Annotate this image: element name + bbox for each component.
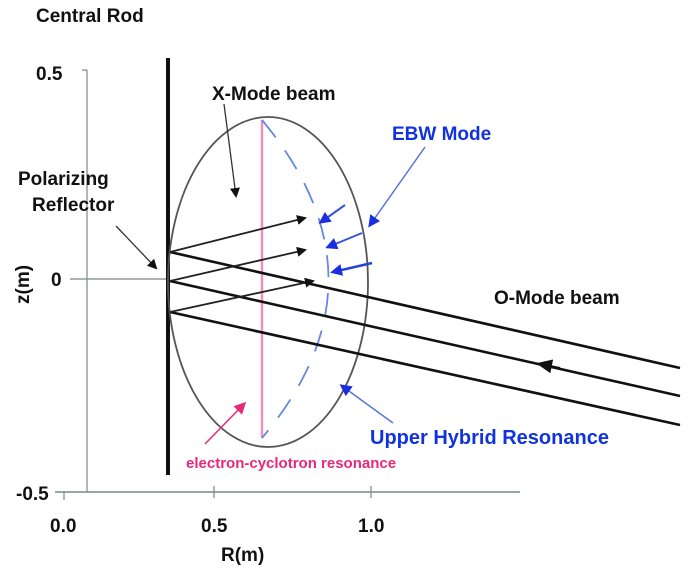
polarizing-reflector-label-line1: Polarizing <box>18 169 109 190</box>
o-mode-beams <box>169 250 681 427</box>
o-mode-beam-label: O-Mode beam <box>494 288 620 309</box>
x-tick-label-0.5: 0.5 <box>201 516 228 537</box>
o-mode-direction-arrow <box>536 359 561 374</box>
x-tick-label-1.0: 1.0 <box>358 516 384 537</box>
x-mode-beam-arrow <box>169 215 307 253</box>
x-mode-beam-arrow <box>169 246 307 282</box>
ebw-mode-label: EBW Mode <box>392 124 491 145</box>
ebw-arrows <box>318 204 373 276</box>
o-mode-beam-line <box>169 310 681 427</box>
axes: 0.5 0 -0.5 0.0 0.5 1.0 R(m) z(m) <box>13 64 520 566</box>
ebw-arrow <box>318 204 346 224</box>
ecr-label: electron-cyclotron resonance <box>186 455 396 472</box>
upper-hybrid-resonance-curve <box>261 119 330 439</box>
x-axis-label: R(m) <box>221 545 264 566</box>
polarizing-reflector-label-line2: Reflector <box>32 195 115 216</box>
y-axis-label: z(m) <box>13 265 34 304</box>
x-mode-pointer-arrow <box>223 103 240 198</box>
upper-hybrid-resonance-label: Upper Hybrid Resonance <box>370 427 609 449</box>
o-mode-beam-line <box>169 250 681 370</box>
title-central-rod: Central Rod <box>36 6 144 27</box>
uhr-label-pointer-arrow <box>339 384 394 424</box>
ebw-label-pointer-arrow <box>368 146 426 228</box>
ebw-arrow <box>325 232 363 250</box>
y-tick-label-0: 0 <box>51 270 62 291</box>
x-mode-beam-label: X-Mode beam <box>212 84 336 105</box>
x-mode-beam-arrow <box>169 277 315 313</box>
y-tick-label-neg0.5: -0.5 <box>16 484 49 505</box>
y-tick-label-0.5: 0.5 <box>36 64 63 85</box>
x-mode-beams <box>169 215 315 313</box>
ebw-arrow <box>330 261 373 276</box>
plasma-boundary <box>167 116 369 448</box>
ecr-label-pointer-arrow <box>204 401 247 445</box>
reflector-pointer-arrow <box>115 225 158 270</box>
x-tick-label-0.0: 0.0 <box>50 516 76 537</box>
o-mode-beam-line <box>169 279 681 398</box>
